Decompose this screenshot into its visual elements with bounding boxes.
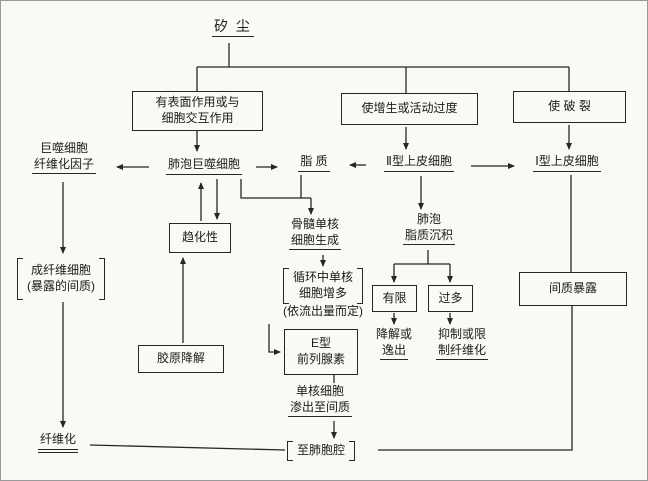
node-chemotaxis: 趋化性 [169, 223, 231, 253]
interstitium-exposed-label: 间质暴露 [548, 281, 597, 296]
circulating-monocyte-bracket-right [357, 268, 363, 304]
node-proliferation: 使增生或活动过度 [341, 93, 478, 125]
lipid-label: 脂 质 [298, 154, 330, 172]
alveolar-lipid-deposit-line2: 脂质沉积 [402, 228, 455, 246]
degrade-escape-line1: 降解或 [375, 327, 412, 341]
fibroblast-line2: (暴露的间质) [27, 279, 95, 293]
circulating-monocyte-line2: 细胞增多 [298, 286, 347, 300]
monocyte-exudation-line1: 单核细胞 [295, 384, 344, 398]
marrow-monocyte-line1: 骨髓单核 [290, 217, 339, 231]
node-alveolar-macrophage: 肺泡巨噬细胞 [153, 157, 255, 175]
to-alveolar-cavity-bracket-left [287, 441, 293, 461]
node-prostaglandin-e: E型 前列腺素 [284, 329, 358, 375]
node-type1-epithelial: Ⅰ型上皮细胞 [518, 154, 616, 172]
node-rupture: 使 破 裂 [513, 91, 626, 123]
circulating-monocyte-bracket-left [282, 268, 289, 304]
node-monocyte-exudation: 单核细胞 渗出至间质 [275, 384, 365, 418]
inhibit-fibrosis-line1: 抑制或限 [437, 327, 486, 341]
node-alveolar-lipid-deposit: 肺泡 脂质沉积 [391, 212, 467, 246]
node-fibrosis: 纤维化 [27, 432, 89, 453]
circulating-monocyte-line3: (依流出量而定) [283, 304, 363, 318]
marrow-monocyte-line2: 细胞生成 [288, 233, 341, 251]
node-inhibit-fibrosis: 抑制或限 制纤维化 [426, 327, 498, 361]
degrade-escape-line2: 逸出 [379, 343, 408, 361]
node-collagen-degradation: 胶原降解 [138, 345, 224, 373]
surface-interaction-line2: 细胞交互作用 [161, 111, 234, 125]
alveolar-lipid-deposit-line1: 肺泡 [416, 212, 441, 226]
chemotaxis-label: 趋化性 [181, 230, 218, 245]
node-fibrogenic-factor: 巨噬细胞 纤维化因子 [13, 141, 115, 175]
node-surface-interaction: 有表面作用或与 细胞交互作用 [132, 91, 263, 131]
fibrogenic-factor-line2: 纤维化因子 [31, 157, 96, 175]
node-fibroblast: 成纤维细胞 (暴露的间质) [17, 258, 105, 300]
circulating-monocyte-line1: 循环中单核 [292, 270, 353, 285]
fibroblast-line1: 成纤维细胞 [30, 263, 91, 278]
node-interstitium-exposed: 间质暴露 [519, 272, 627, 306]
monocyte-exudation-line2: 渗出至间质 [287, 400, 352, 418]
node-to-alveolar-cavity: 至肺胞腔 [287, 441, 356, 461]
fibroblast-bracket-right [99, 258, 105, 300]
prostaglandin-e-line1: E型 [310, 336, 331, 351]
excessive-label: 过多 [438, 290, 463, 305]
collagen-degradation-label: 胶原降解 [156, 351, 205, 366]
fibroblast-bracket-left [17, 258, 23, 300]
to-alveolar-cavity-bracket-right [349, 441, 356, 461]
type1-epithelial-label: Ⅰ型上皮细胞 [533, 154, 601, 172]
node-marrow-monocyte: 骨髓单核 细胞生成 [277, 217, 353, 251]
node-lipid: 脂 质 [282, 154, 346, 172]
inhibit-fibrosis-line2: 制纤维化 [435, 343, 488, 361]
node-degrade-escape: 降解或 逸出 [363, 327, 425, 361]
fibrosis-label: 纤维化 [37, 432, 78, 453]
node-circulating-monocyte: 循环中单核 细胞增多 (依流出量而定) [255, 268, 391, 320]
surface-interaction-line1: 有表面作用或与 [155, 95, 240, 110]
type2-epithelial-label: Ⅱ型上皮细胞 [384, 154, 454, 172]
alveolar-macrophage-label: 肺泡巨噬细胞 [165, 157, 242, 175]
to-alveolar-cavity-label: 至肺胞腔 [297, 443, 346, 458]
rupture-label: 使 破 裂 [548, 99, 591, 114]
limited-label: 有限 [382, 290, 407, 305]
prostaglandin-e-line2: 前列腺素 [296, 352, 345, 366]
node-limited: 有限 [372, 285, 417, 312]
node-excessive: 过多 [428, 285, 473, 312]
node-silica-dust: 矽 尘 [197, 17, 269, 38]
proliferation-label: 使增生或活动过度 [361, 101, 458, 116]
fibrogenic-factor-line1: 巨噬细胞 [39, 141, 88, 155]
silica-dust-label: 矽 尘 [212, 17, 254, 38]
node-type2-epithelial: Ⅱ型上皮细胞 [369, 154, 469, 172]
